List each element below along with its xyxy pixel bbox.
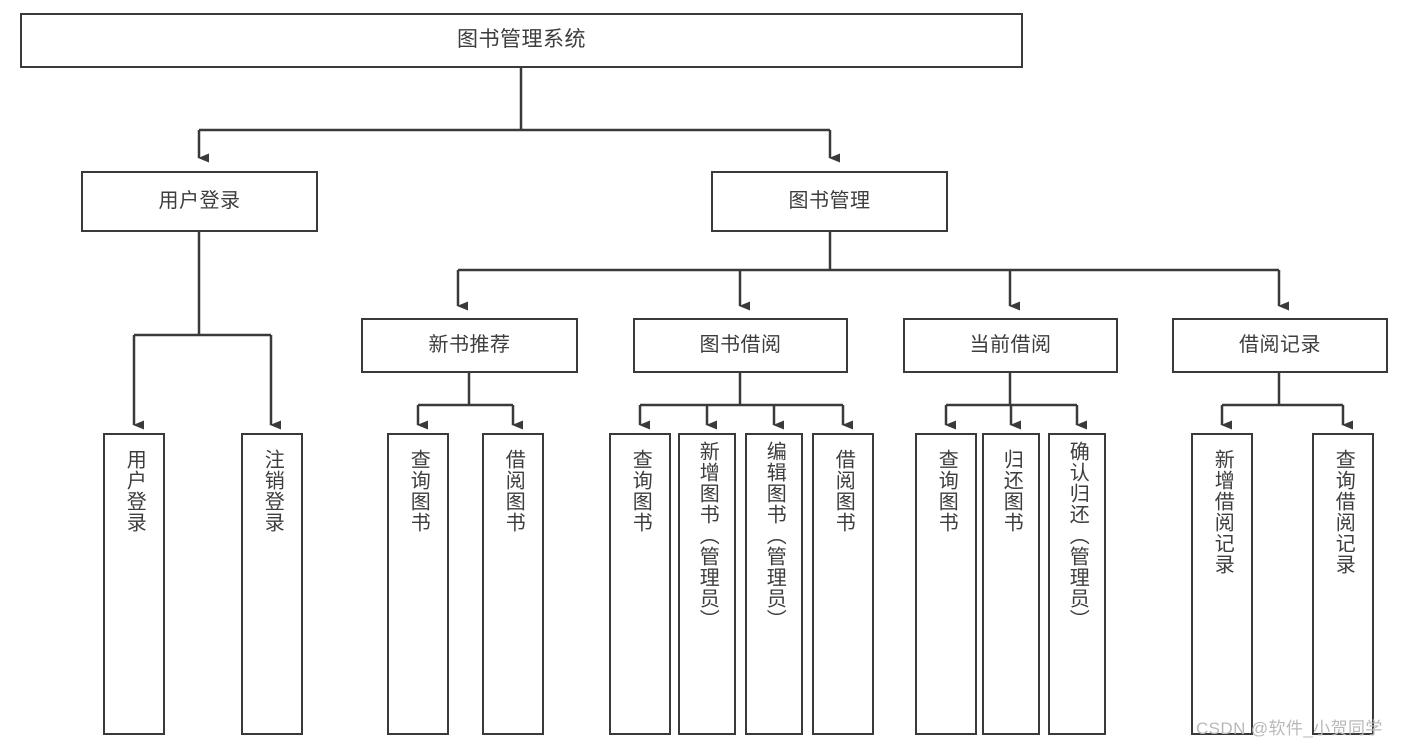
node-borrow-record[interactable]: 借阅记录 [1172,318,1388,373]
node-label: 借阅记录 [1239,333,1321,356]
node-label: 查询图书 [935,449,958,533]
node-label: 新增借阅记录 [1211,449,1234,575]
node-label: 图书管理系统 [457,28,586,52]
leaf-add-borrow-record[interactable]: 新增借阅记录 [1191,433,1253,735]
node-label: 查询图书 [629,449,652,533]
node-label: 查询图书 [407,449,430,533]
leaf-user-login[interactable]: 用户登录 [103,433,165,735]
node-label: 新增图书（管理员） [696,441,719,630]
leaf-logout[interactable]: 注销登录 [241,433,303,735]
leaf-borrow-book-recommend[interactable]: 借阅图书 [482,433,544,735]
node-new-book-recommend[interactable]: 新书推荐 [361,318,578,373]
leaf-query-borrow-record[interactable]: 查询借阅记录 [1312,433,1374,735]
node-root-system[interactable]: 图书管理系统 [20,13,1023,68]
node-label: 注销登录 [261,449,284,533]
node-label: 确认归还（管理员） [1066,441,1089,630]
node-current-borrow[interactable]: 当前借阅 [903,318,1118,373]
node-book-management[interactable]: 图书管理 [711,171,948,232]
node-label: 图书管理 [788,189,871,212]
node-label: 图书借阅 [699,333,782,356]
leaf-borrow-book[interactable]: 借阅图书 [812,433,874,735]
leaf-query-book-current[interactable]: 查询图书 [915,433,977,735]
leaf-edit-book-admin[interactable]: 编辑图书（管理员） [745,433,803,735]
node-label: 编辑图书（管理员） [763,441,786,630]
node-label: 借阅图书 [832,449,855,533]
node-label: 用户登录 [123,449,146,533]
leaf-query-book-borrow[interactable]: 查询图书 [609,433,671,735]
node-label: 归还图书 [1000,449,1023,533]
node-label: 用户登录 [158,189,241,212]
leaf-query-book-recommend[interactable]: 查询图书 [387,433,449,735]
node-label: 当前借阅 [969,333,1052,356]
node-book-borrow[interactable]: 图书借阅 [633,318,848,373]
csdn-watermark: CSDN @软件_小贺同学 [1196,719,1383,738]
node-label: 新书推荐 [428,333,511,356]
node-label: 查询借阅记录 [1332,449,1355,575]
node-label: 借阅图书 [502,449,525,533]
leaf-confirm-return-admin[interactable]: 确认归还（管理员） [1048,433,1106,735]
leaf-add-book-admin[interactable]: 新增图书（管理员） [678,433,736,735]
leaf-return-book[interactable]: 归还图书 [982,433,1040,735]
node-user-login[interactable]: 用户登录 [81,171,318,232]
